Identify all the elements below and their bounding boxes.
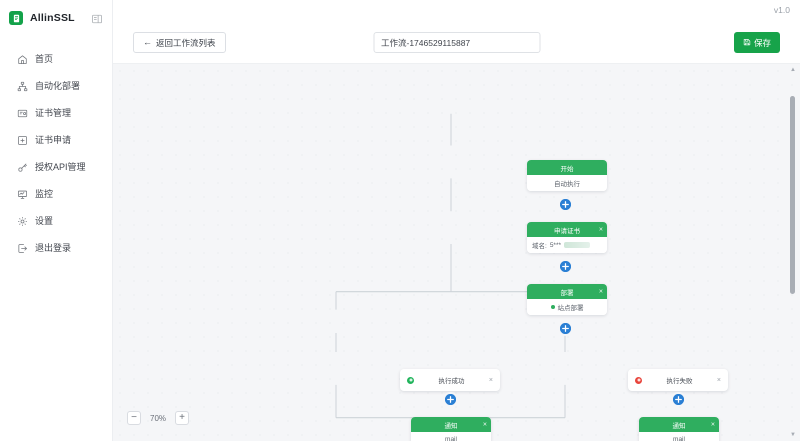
certificate-icon [17, 108, 28, 119]
flow-node-deploy[interactable]: 部署 × 站点部署 [527, 284, 607, 315]
brand-name: AllinSSL [30, 12, 75, 24]
workflow-name-input[interactable] [373, 32, 540, 53]
sidebar-item-label: 首页 [35, 54, 54, 64]
flow-node-notify-success[interactable]: 通知 × mail [411, 417, 491, 441]
flow-node-header: 通知 × [411, 417, 491, 432]
arrow-left-icon: ← [143, 37, 152, 47]
flow-node-body: mail [639, 432, 719, 441]
flow-node-body-text: 站点部署 [557, 305, 584, 312]
close-icon[interactable]: × [598, 226, 603, 233]
gear-icon [17, 216, 28, 227]
collapse-sidebar-icon[interactable] [91, 12, 103, 24]
sidebar-item-label: 退出登录 [35, 243, 72, 253]
sidebar-item-label: 自动化部署 [35, 81, 81, 91]
sidebar-item-label: 证书管理 [35, 108, 72, 118]
flow-node-apply-cert[interactable]: 申请证书 × 域名: 5*** [527, 222, 607, 253]
monitor-icon [17, 189, 28, 200]
back-button-label: 返回工作流列表 [156, 37, 216, 48]
flow-node-body-text: 自动执行 [554, 181, 580, 188]
flow-condition-success[interactable]: 执行成功 × [400, 369, 500, 391]
sidebar-item-label: 监控 [35, 189, 54, 199]
version-label: v1.0 [773, 5, 790, 15]
workflow-toolbar: ← 返回工作流列表 保存 [113, 22, 800, 64]
sidebar-item-monitor[interactable]: 监控 [0, 181, 112, 208]
flow-node-header: 部署 × [527, 284, 607, 299]
flow-node-body-text: mail [445, 436, 457, 441]
close-icon[interactable]: × [598, 288, 603, 295]
sidebar-item-cert-apply[interactable]: 证书申请 [0, 127, 112, 154]
sidebar-item-logout[interactable]: 退出登录 [0, 235, 112, 262]
sidebar-item-label: 设置 [35, 216, 54, 226]
flow-node-notify-failure[interactable]: 通知 × mail [639, 417, 719, 441]
top-strip: v1.0 [113, 0, 800, 22]
main-area: v1.0 ← 返回工作流列表 保存 [113, 0, 800, 441]
chevron-up-icon[interactable]: ▲ [790, 67, 796, 73]
save-button[interactable]: 保存 [733, 32, 780, 53]
add-node-button[interactable] [445, 394, 456, 405]
key-icon [17, 162, 28, 173]
sidebar-item-settings[interactable]: 设置 [0, 208, 112, 235]
flow-condition-failure[interactable]: 执行失败 × [628, 369, 728, 391]
brand: AllinSSL [0, 4, 112, 32]
sidebar-item-home[interactable]: 首页 [0, 46, 112, 73]
flow-node-title: 开始 [560, 165, 574, 173]
flow-node-field-label: 域名: [532, 243, 547, 250]
chevron-down-icon[interactable]: ▼ [790, 432, 796, 438]
flow-node-body: 域名: 5*** [527, 237, 607, 253]
back-to-workflow-list-button[interactable]: ← 返回工作流列表 [133, 32, 226, 53]
workflow-canvas-wrapper[interactable]: 开始 自动执行 申请证书 × [113, 64, 800, 441]
add-node-button[interactable] [673, 394, 684, 405]
sidebar-item-api-auth[interactable]: 授权API管理 [0, 154, 112, 181]
status-dot-icon [550, 305, 555, 309]
flow-node-title: 申请证书 [554, 227, 580, 235]
flow-node-header: 开始 [527, 160, 607, 175]
flow-node-body: 站点部署 [527, 299, 607, 315]
zoom-out-button[interactable]: − [127, 411, 141, 425]
flow-node-body-text: mail [673, 436, 685, 441]
scrollbar-track[interactable] [788, 76, 798, 429]
flow-node-body: 自动执行 [527, 175, 607, 191]
flow-condition-label: 执行成功 [438, 378, 465, 385]
zoom-level-label: 70% [150, 413, 167, 423]
add-node-button[interactable] [560, 323, 571, 334]
zoom-in-button[interactable]: + [175, 411, 190, 425]
sitemap-icon [17, 81, 28, 92]
add-node-button[interactable] [560, 199, 571, 210]
flow-node-header: 申请证书 × [527, 222, 607, 237]
flow-node-header: 通知 × [639, 417, 719, 432]
close-icon[interactable]: × [482, 421, 487, 428]
sidebar-item-cert-management[interactable]: 证书管理 [0, 100, 112, 127]
flow-graph: 开始 自动执行 申请证书 × [113, 64, 800, 441]
home-icon [17, 54, 28, 65]
success-status-icon [407, 376, 414, 384]
flow-node-body: mail [411, 432, 491, 441]
failure-status-icon [635, 376, 642, 384]
close-icon[interactable]: × [488, 376, 493, 384]
vertical-scrollbar[interactable]: ▲ ▼ [788, 64, 798, 441]
sidebar-item-automation[interactable]: 自动化部署 [0, 73, 112, 100]
sidebar-nav: 首页 自动化部署 [0, 46, 112, 262]
flow-node-start[interactable]: 开始 自动执行 [527, 160, 607, 191]
save-button-label: 保存 [753, 37, 771, 48]
flow-condition-label: 执行失败 [666, 378, 693, 385]
allinssl-logo-icon [9, 11, 23, 25]
close-icon[interactable]: × [710, 421, 715, 428]
flow-node-title: 通知 [444, 422, 458, 430]
close-icon[interactable]: × [716, 376, 721, 384]
workflow-canvas[interactable]: 开始 自动执行 申请证书 × [113, 64, 800, 441]
zoom-control: − 70% + [127, 411, 190, 425]
flow-node-title: 通知 [672, 422, 686, 430]
scrollbar-thumb[interactable] [790, 96, 795, 294]
add-box-icon [17, 135, 28, 146]
add-node-button[interactable] [560, 261, 571, 272]
logout-icon [17, 243, 28, 254]
sidebar: AllinSSL 首页 [0, 0, 113, 441]
masked-domain-value [564, 242, 591, 248]
save-disk-icon [743, 38, 751, 48]
flow-node-title: 部署 [560, 289, 574, 297]
sidebar-item-label: 证书申请 [35, 135, 72, 145]
flow-node-field-value: 5*** [549, 241, 562, 249]
sidebar-item-label: 授权API管理 [35, 162, 86, 172]
